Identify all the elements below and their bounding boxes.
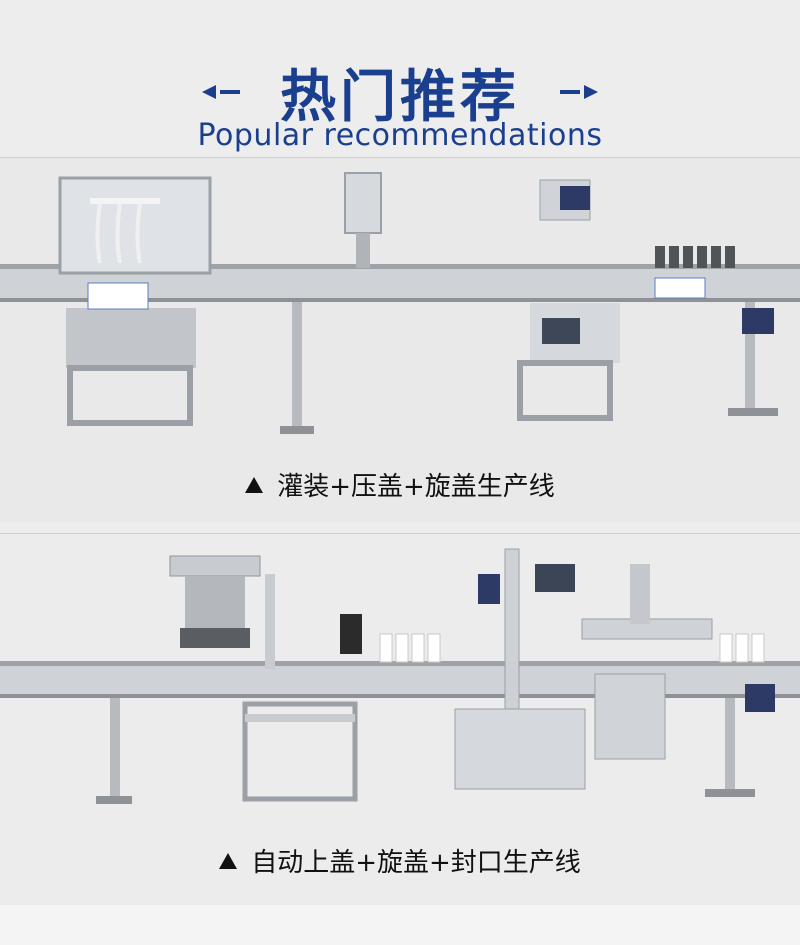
product-card-2[interactable]: 自动上盖+旋盖+封口生产线 [0,533,800,906]
section-header: 热门推荐 Popular recommendations [0,0,800,158]
title-row: 热门推荐 [0,52,800,132]
triangle-up-icon [219,853,238,869]
right-decoration-icon [556,85,598,99]
product-caption-1: 灌装+压盖+旋盖生产线 [0,466,800,503]
left-decoration-icon [202,85,244,99]
caption-text: 灌装+压盖+旋盖生产线 [277,472,555,502]
page-footer [0,905,800,945]
filling-capping-line-image [0,172,800,434]
product-card-1[interactable]: 灌装+压盖+旋盖生产线 [0,157,800,523]
product-caption-2: 自动上盖+旋盖+封口生产线 [0,842,800,879]
section-subtitle: Popular recommendations [197,118,603,153]
section-title: 热门推荐 [280,64,520,130]
caption-text: 自动上盖+旋盖+封口生产线 [251,848,581,878]
triangle-up-icon [245,477,264,493]
capping-sealing-line-image [0,548,800,804]
